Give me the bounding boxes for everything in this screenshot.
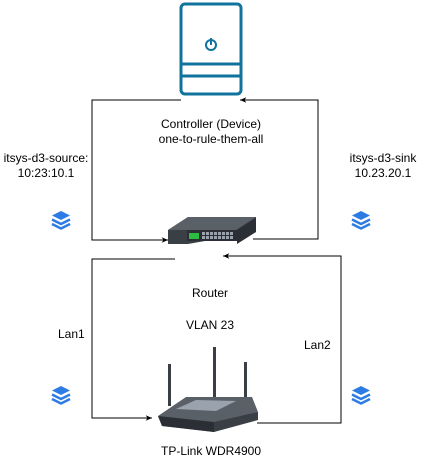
source-hostname: itsys-d3-source: (3, 151, 89, 165)
controller-title: Controller (Device) (160, 117, 262, 131)
layer-icon-source (51, 211, 71, 230)
link-sink (240, 97, 319, 240)
wifi-router-label: TP-Link WDR4900 (160, 444, 262, 458)
network-switch-icon (168, 217, 256, 244)
lan2-label: Lan2 (304, 338, 331, 352)
server-tower-icon (179, 2, 243, 96)
layer-icon-sink (351, 211, 371, 230)
link-lan2 (223, 253, 342, 424)
sink-label: itsys-d3-sink 10.23.20.1 (336, 151, 430, 181)
sink-hostname: itsys-d3-sink (349, 151, 417, 165)
sink-address: 10.23.20.1 (354, 166, 412, 180)
source-label: itsys-d3-source: 10:23:10.1 (0, 151, 92, 181)
source-address: 10:23:10.1 (17, 166, 75, 180)
lan1-label: Lan1 (58, 327, 85, 341)
vlan-label: VLAN 23 (185, 318, 235, 332)
router-label: Router (191, 286, 229, 300)
controller-hostname: one-to-rule-them-all (158, 132, 264, 146)
connection-lines (91, 97, 342, 424)
link-source (91, 99, 181, 243)
layer-icon-lan2 (351, 386, 371, 405)
wireless-router-icon (158, 347, 258, 432)
controller-label: Controller (Device) one-to-rule-them-all (140, 117, 282, 147)
layer-icon-lan1 (51, 386, 71, 405)
link-lan1 (91, 258, 175, 421)
